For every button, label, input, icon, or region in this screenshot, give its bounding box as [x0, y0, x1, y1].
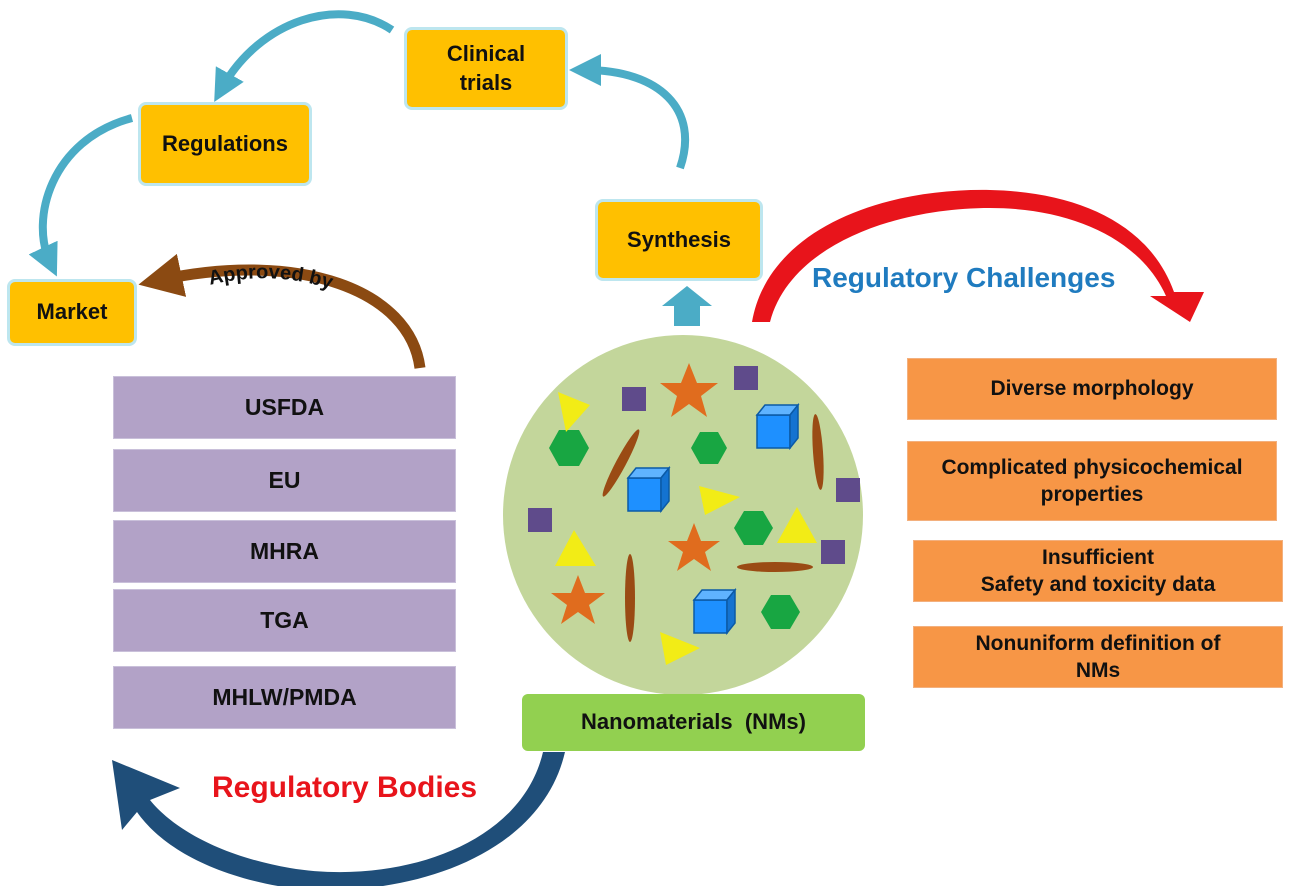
hexagon-shape — [761, 595, 800, 629]
challenge-physicochemical-properties: Complicated physicochemical properties — [907, 441, 1277, 521]
arrow-approved-by — [138, 253, 426, 369]
synthesis-box: Synthesis — [595, 199, 763, 281]
regulatory-body-usfda: USFDA — [113, 376, 456, 439]
arrow-synthesis-to-clinical — [569, 54, 689, 170]
regulatory-body-tga: TGA — [113, 589, 456, 652]
triangle-shape — [660, 632, 700, 665]
cube-shape — [692, 587, 737, 636]
cube-shape — [626, 465, 671, 514]
square-shape — [821, 540, 845, 564]
arrow-regulatory-challenges — [752, 189, 1204, 322]
square-shape — [836, 478, 860, 502]
regulatory-body-eu: EU — [113, 449, 456, 512]
triangle-shape — [555, 530, 596, 566]
regulatory-body-mhlw-pmda: MHLW/PMDA — [113, 666, 456, 729]
star-shape — [668, 523, 720, 571]
rod-shape — [737, 562, 813, 572]
rod-shape — [602, 429, 640, 497]
triangle-shape — [699, 486, 740, 515]
regulatory-challenges-title: Regulatory Challenges — [812, 262, 1116, 293]
rod-shape — [625, 554, 635, 642]
square-shape — [622, 387, 646, 411]
cube-shape — [755, 402, 800, 451]
hexagon-shape — [734, 511, 773, 545]
triangle-shape — [777, 507, 817, 543]
star-shape — [551, 575, 605, 624]
arrow-clinical-to-regulations — [214, 10, 395, 102]
nanomaterials-label: Nanomaterials (NMs) — [522, 694, 865, 751]
square-shape — [528, 508, 552, 532]
arrow-nm-to-synthesis — [662, 286, 712, 326]
hexagon-shape — [691, 432, 727, 464]
arrow-regulatory-bodies — [112, 752, 565, 886]
regulatory-body-mhra: MHRA — [113, 520, 456, 583]
square-shape — [734, 366, 758, 390]
challenge-safety-toxicity-data: Insufficient Safety and toxicity data — [913, 540, 1283, 602]
star-shape — [660, 363, 718, 417]
regulations-box: Regulations — [138, 102, 312, 186]
regulatory-bodies-title: Regulatory Bodies — [212, 771, 478, 804]
hexagon-shape — [549, 430, 589, 466]
triangle-shape — [558, 392, 590, 432]
clinical-trials-box: Clinical trials — [404, 27, 568, 110]
rod-shape — [812, 414, 824, 490]
challenge-diverse-morphology: Diverse morphology — [907, 358, 1277, 420]
challenge-nonuniform-definition: Nonuniform definition of NMs — [913, 626, 1283, 688]
market-box: Market — [7, 279, 137, 346]
arrow-regulations-to-market — [28, 114, 134, 277]
